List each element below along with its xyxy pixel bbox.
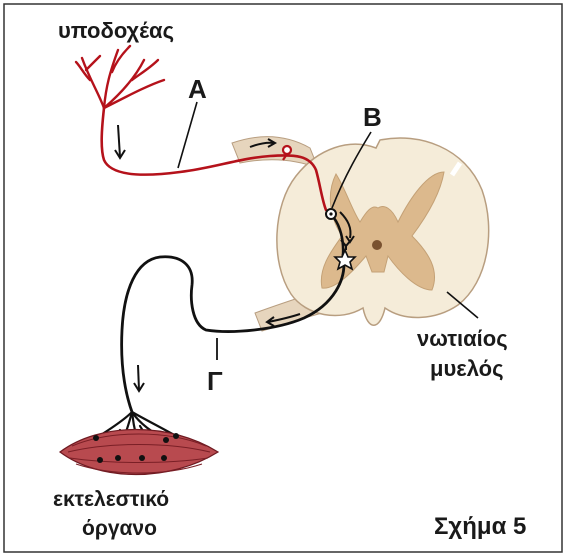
- pointer-line-a: [178, 102, 197, 168]
- label-spinal-cord-line1: νωτιαίος: [417, 326, 508, 351]
- label-effector-line2: όργανο: [82, 517, 157, 540]
- effector-muscle: [60, 430, 218, 475]
- direction-arrows: [115, 125, 300, 391]
- synapse-b-dot: [329, 212, 332, 215]
- label-effector-line1: εκτελεστικό: [53, 488, 169, 511]
- label-receptor: υποδοχέας: [58, 18, 174, 43]
- dorsal-root: [232, 137, 318, 168]
- label-a: Α: [188, 74, 207, 104]
- dorsal-root-ganglion-cell: [283, 146, 291, 154]
- central-canal: [372, 240, 382, 250]
- label-spinal-cord-line2: μυελός: [430, 356, 504, 381]
- label-g: Γ: [207, 366, 223, 396]
- figure-caption: Σχήμα 5: [434, 513, 526, 540]
- label-b: Β: [363, 102, 382, 132]
- receptor-dendrites: [76, 46, 164, 108]
